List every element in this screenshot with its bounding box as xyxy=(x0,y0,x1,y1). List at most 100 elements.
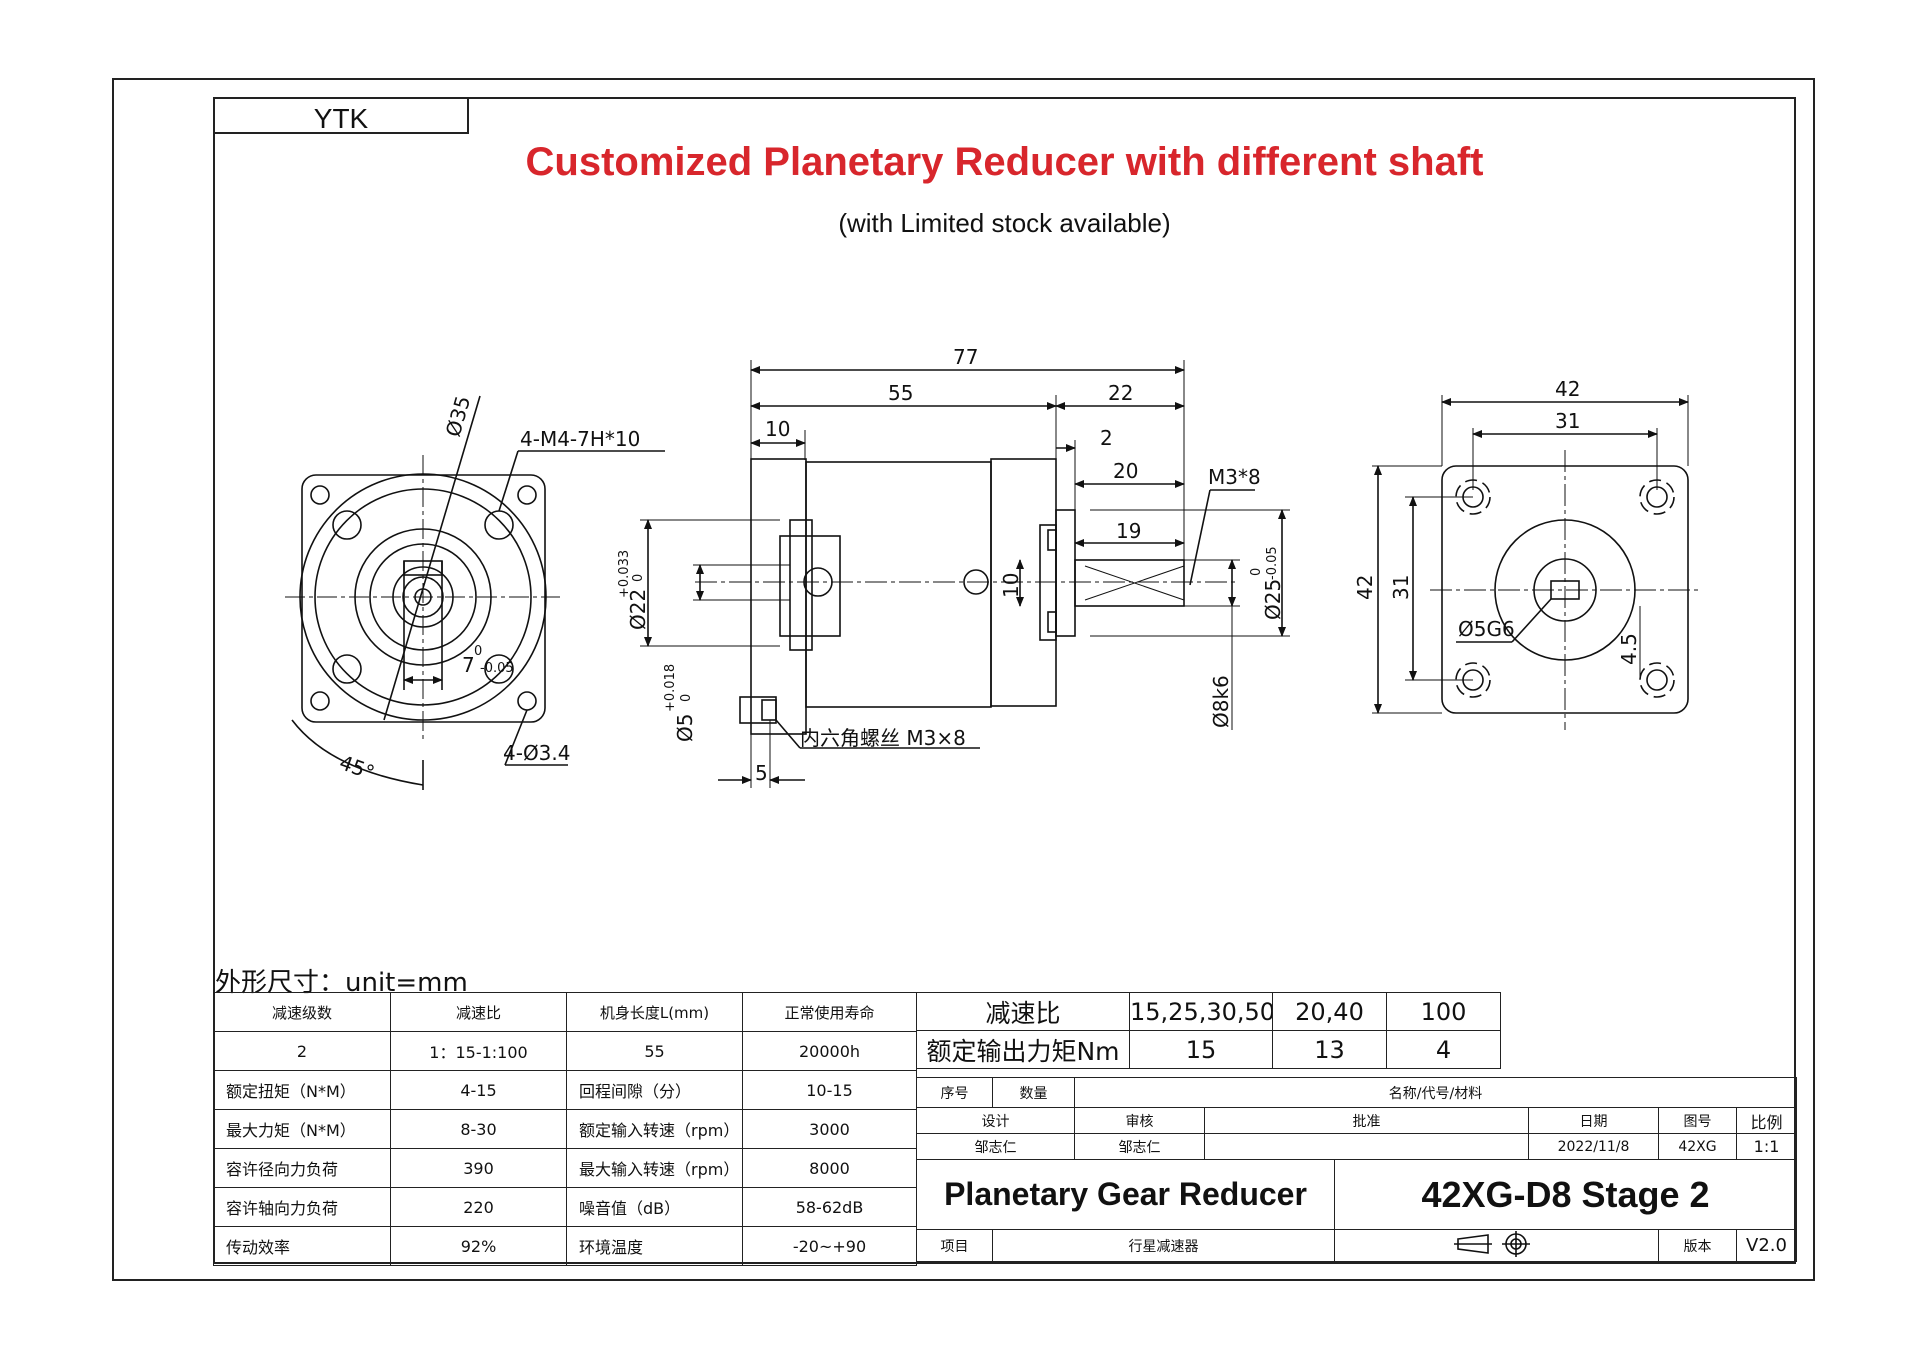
spec-cell: 额定扭矩（N*M） xyxy=(213,1070,391,1110)
dim-55: 55 xyxy=(888,381,913,405)
spec-header-row: 减速级数 减速比 机身长度L(mm) 正常使用寿命 xyxy=(213,992,917,1032)
dim-key-tol0: 0 xyxy=(474,644,482,659)
drawing-outer-border xyxy=(112,78,1815,1281)
dim-dia5g6: Ø5G6 xyxy=(1458,617,1515,641)
spec-cell: 回程间隙（分） xyxy=(566,1070,743,1110)
tb-projection-symbol xyxy=(1334,1229,1659,1262)
tb-seq: 序号 xyxy=(916,1077,993,1108)
tb-project: 项目 xyxy=(916,1229,993,1262)
spec-cell: 2 xyxy=(213,1031,391,1071)
tb-scale: 比例 xyxy=(1735,1107,1798,1134)
spec-cell: 220 xyxy=(390,1187,567,1227)
spec-cell: 1：15-1:100 xyxy=(390,1031,567,1071)
ratio-cell: 15,25,30,50 xyxy=(1129,992,1273,1031)
spec-cell: 92% xyxy=(390,1226,567,1266)
dim-m3x8: M3*8 xyxy=(1208,465,1261,489)
tb-row-values: 邹志仁 邹志仁 2022/11/8 42XG 1:1 xyxy=(916,1133,1798,1160)
ratio-table: 减速比 15,25,30,50 20,40 100 额定输出力矩Nm 15 13… xyxy=(916,992,1501,1069)
torque-cell: 15 xyxy=(1129,1030,1273,1069)
spec-cell: 10-15 xyxy=(742,1070,917,1110)
dim-10-vertical: 10 xyxy=(999,573,1023,598)
dim-10: 10 xyxy=(765,417,790,441)
tb-reviewer: 邹志仁 xyxy=(1074,1133,1205,1160)
spec-cell: 20000h xyxy=(742,1031,917,1071)
spec-first-row: 2 1：15-1:100 55 20000h xyxy=(213,1031,917,1071)
spec-header: 减速比 xyxy=(390,992,567,1032)
spec-cell: 4-15 xyxy=(390,1070,567,1110)
dim-77: 77 xyxy=(953,345,978,369)
spec-row: 额定扭矩（N*M） 4-15 回程间隙（分） 10-15 xyxy=(213,1070,917,1110)
spec-cell: 传动效率 xyxy=(213,1226,391,1266)
spec-header: 机身长度L(mm) xyxy=(566,992,743,1032)
dim-5: 5 xyxy=(755,761,768,785)
spec-row: 传动效率 92% 环境温度 -20~+90 xyxy=(213,1226,917,1266)
spec-cell: 额定输入转速（rpm） xyxy=(566,1109,743,1149)
spec-cell: 最大输入转速（rpm） xyxy=(566,1148,743,1188)
spec-cell: 3000 xyxy=(742,1109,917,1149)
tb-scale-value: 1:1 xyxy=(1735,1133,1798,1160)
title-block: 序号 数量 名称/代号/材料 设计 审核 批准 日期 图号 比例 邹志仁 邹志仁… xyxy=(916,1077,1798,1262)
spec-header: 正常使用寿命 xyxy=(742,992,917,1032)
torque-cell: 4 xyxy=(1386,1030,1501,1069)
ratio-row: 减速比 15,25,30,50 20,40 100 xyxy=(916,992,1501,1031)
dim-key: 7 xyxy=(462,653,475,677)
spec-cell: 8000 xyxy=(742,1148,917,1188)
dim-20: 20 xyxy=(1113,459,1138,483)
dim-42-vertical: 42 xyxy=(1353,575,1377,600)
dim-dia22-tol-up: +0.033 xyxy=(617,550,632,598)
tb-date-value: 2022/11/8 xyxy=(1528,1133,1659,1160)
brand-label: YTK xyxy=(213,97,469,134)
drawing-title: Customized Planetary Reducer with differ… xyxy=(525,140,1484,184)
spec-cell: 噪音值（dB） xyxy=(566,1187,743,1227)
torque-label: 额定输出力矩Nm xyxy=(916,1030,1130,1069)
dim-dia5: Ø5 xyxy=(673,714,697,742)
tb-drawing-no: 图号 xyxy=(1658,1107,1737,1134)
tb-design: 设计 xyxy=(916,1107,1075,1134)
front-view-left xyxy=(285,395,665,790)
spec-cell: 环境温度 xyxy=(566,1226,743,1266)
dim-thread: 4-M4-7H*10 xyxy=(520,427,640,451)
dim-2: 2 xyxy=(1100,426,1113,450)
spec-header: 减速级数 xyxy=(213,992,391,1032)
dim-4-5: 4.5 xyxy=(1617,633,1641,665)
tb-designer: 邹志仁 xyxy=(916,1133,1075,1160)
dim-dia25-tol-lo: -0.05 xyxy=(1265,546,1280,580)
tb-project-value: 行星减速器 xyxy=(992,1229,1335,1262)
spec-row: 容许径向力负荷 390 最大输入转速（rpm） 8000 xyxy=(213,1148,917,1188)
dim-dia25: Ø25 xyxy=(1261,579,1285,620)
spec-cell: 最大力矩（N*M） xyxy=(213,1109,391,1149)
dim-42-horizontal: 42 xyxy=(1555,377,1580,401)
screw-label: 内六角螺丝 M3×8 xyxy=(800,726,966,750)
side-view xyxy=(640,360,1290,788)
tb-row-project: 项目 行星减速器 版本 V2.0 xyxy=(916,1229,1798,1262)
tb-model: 42XG-D8 Stage 2 xyxy=(1333,1159,1798,1230)
tb-name-code: 名称/代号/材料 xyxy=(1073,1077,1798,1108)
dim-31-horizontal: 31 xyxy=(1555,409,1580,433)
spec-cell: -20~+90 xyxy=(742,1226,917,1266)
dim-dia5-tol-up: +0.018 xyxy=(663,664,678,712)
spec-cell: 390 xyxy=(390,1148,567,1188)
tb-version-value: V2.0 xyxy=(1735,1229,1798,1262)
tb-date: 日期 xyxy=(1528,1107,1659,1134)
dim-22: 22 xyxy=(1108,381,1133,405)
ratio-cell: 100 xyxy=(1386,992,1501,1031)
drawing-subtitle: (with Limited stock available) xyxy=(838,208,1171,238)
tb-review: 审核 xyxy=(1074,1107,1205,1134)
spec-cell: 58-62dB xyxy=(742,1187,917,1227)
dim-key-tol: -0.05 xyxy=(480,661,514,676)
spec-cell: 容许轴向力负荷 xyxy=(213,1187,391,1227)
dim-dia5-tol-lo: 0 xyxy=(679,694,694,702)
spec-table: 减速级数 减速比 机身长度L(mm) 正常使用寿命 2 1：15-1:100 5… xyxy=(213,992,917,1266)
tb-drawing-value: 42XG xyxy=(1658,1133,1737,1160)
tb-row-roles: 设计 审核 批准 日期 图号 比例 xyxy=(916,1107,1798,1134)
dim-dia22: Ø22 xyxy=(626,589,650,630)
tb-row-product: Planetary Gear Reducer 42XG-D8 Stage 2 xyxy=(916,1159,1798,1230)
dim-19: 19 xyxy=(1116,519,1141,543)
ratio-cell: 20,40 xyxy=(1272,992,1387,1031)
tb-row-header: 序号 数量 名称/代号/材料 xyxy=(916,1077,1798,1108)
dim-31-vertical: 31 xyxy=(1389,575,1413,600)
dim-holes: 4-Ø3.4 xyxy=(503,741,571,765)
dim-dia25-tol-up: 0 xyxy=(1249,568,1264,576)
dim-dia22-tol-lo: 0 xyxy=(631,574,646,582)
tb-product-name: Planetary Gear Reducer xyxy=(916,1159,1335,1230)
